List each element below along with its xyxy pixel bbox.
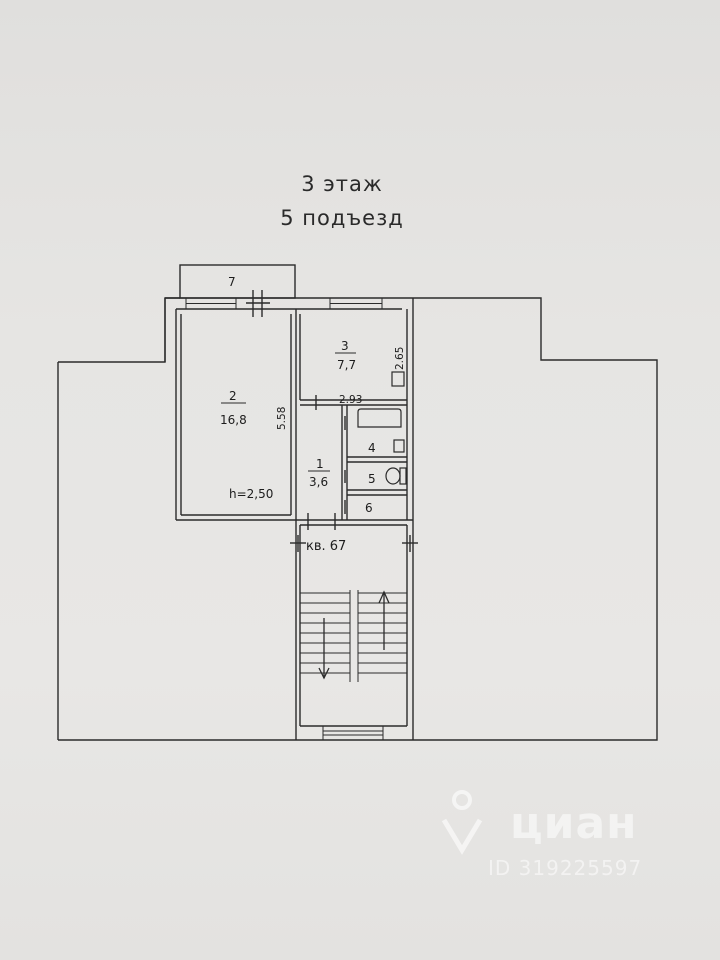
fixtures [357, 371, 407, 485]
watermark-id: ID 319225597 [488, 856, 643, 880]
apartment-walls [164, 297, 414, 741]
hall-number: 1 [316, 457, 324, 471]
toilet-label: 5 [368, 472, 376, 486]
door-marks [246, 290, 418, 552]
staircase [300, 590, 407, 682]
living-room-number: 2 [229, 389, 237, 403]
kitchen-number: 3 [341, 339, 349, 353]
bathroom-label: 4 [368, 441, 376, 455]
bathtub [357, 408, 402, 428]
balcony-label: 7 [228, 275, 236, 289]
windows [185, 297, 384, 741]
living-room-area: 16,8 [220, 413, 247, 427]
watermark-logo: циан [510, 798, 638, 849]
toilet [385, 467, 401, 485]
stair-window [322, 725, 384, 741]
entrance-title: 5 подъезд [280, 206, 404, 230]
storage-label: 6 [365, 501, 373, 515]
sink [393, 439, 405, 453]
stove [391, 371, 405, 387]
kitchen-length: 2.93 [339, 394, 362, 406]
ceiling-height: h=2,50 [229, 487, 273, 501]
hall-area: 3,6 [309, 475, 328, 489]
location-pin-icon [441, 790, 483, 855]
balcony [179, 264, 296, 299]
apartment-label: кв. 67 [306, 539, 346, 554]
kitchen-width: 2.65 [394, 347, 406, 370]
floor-title: 3 этаж [301, 172, 383, 196]
living-room-length: 5.58 [276, 407, 288, 430]
kitchen-area: 7,7 [337, 358, 356, 372]
